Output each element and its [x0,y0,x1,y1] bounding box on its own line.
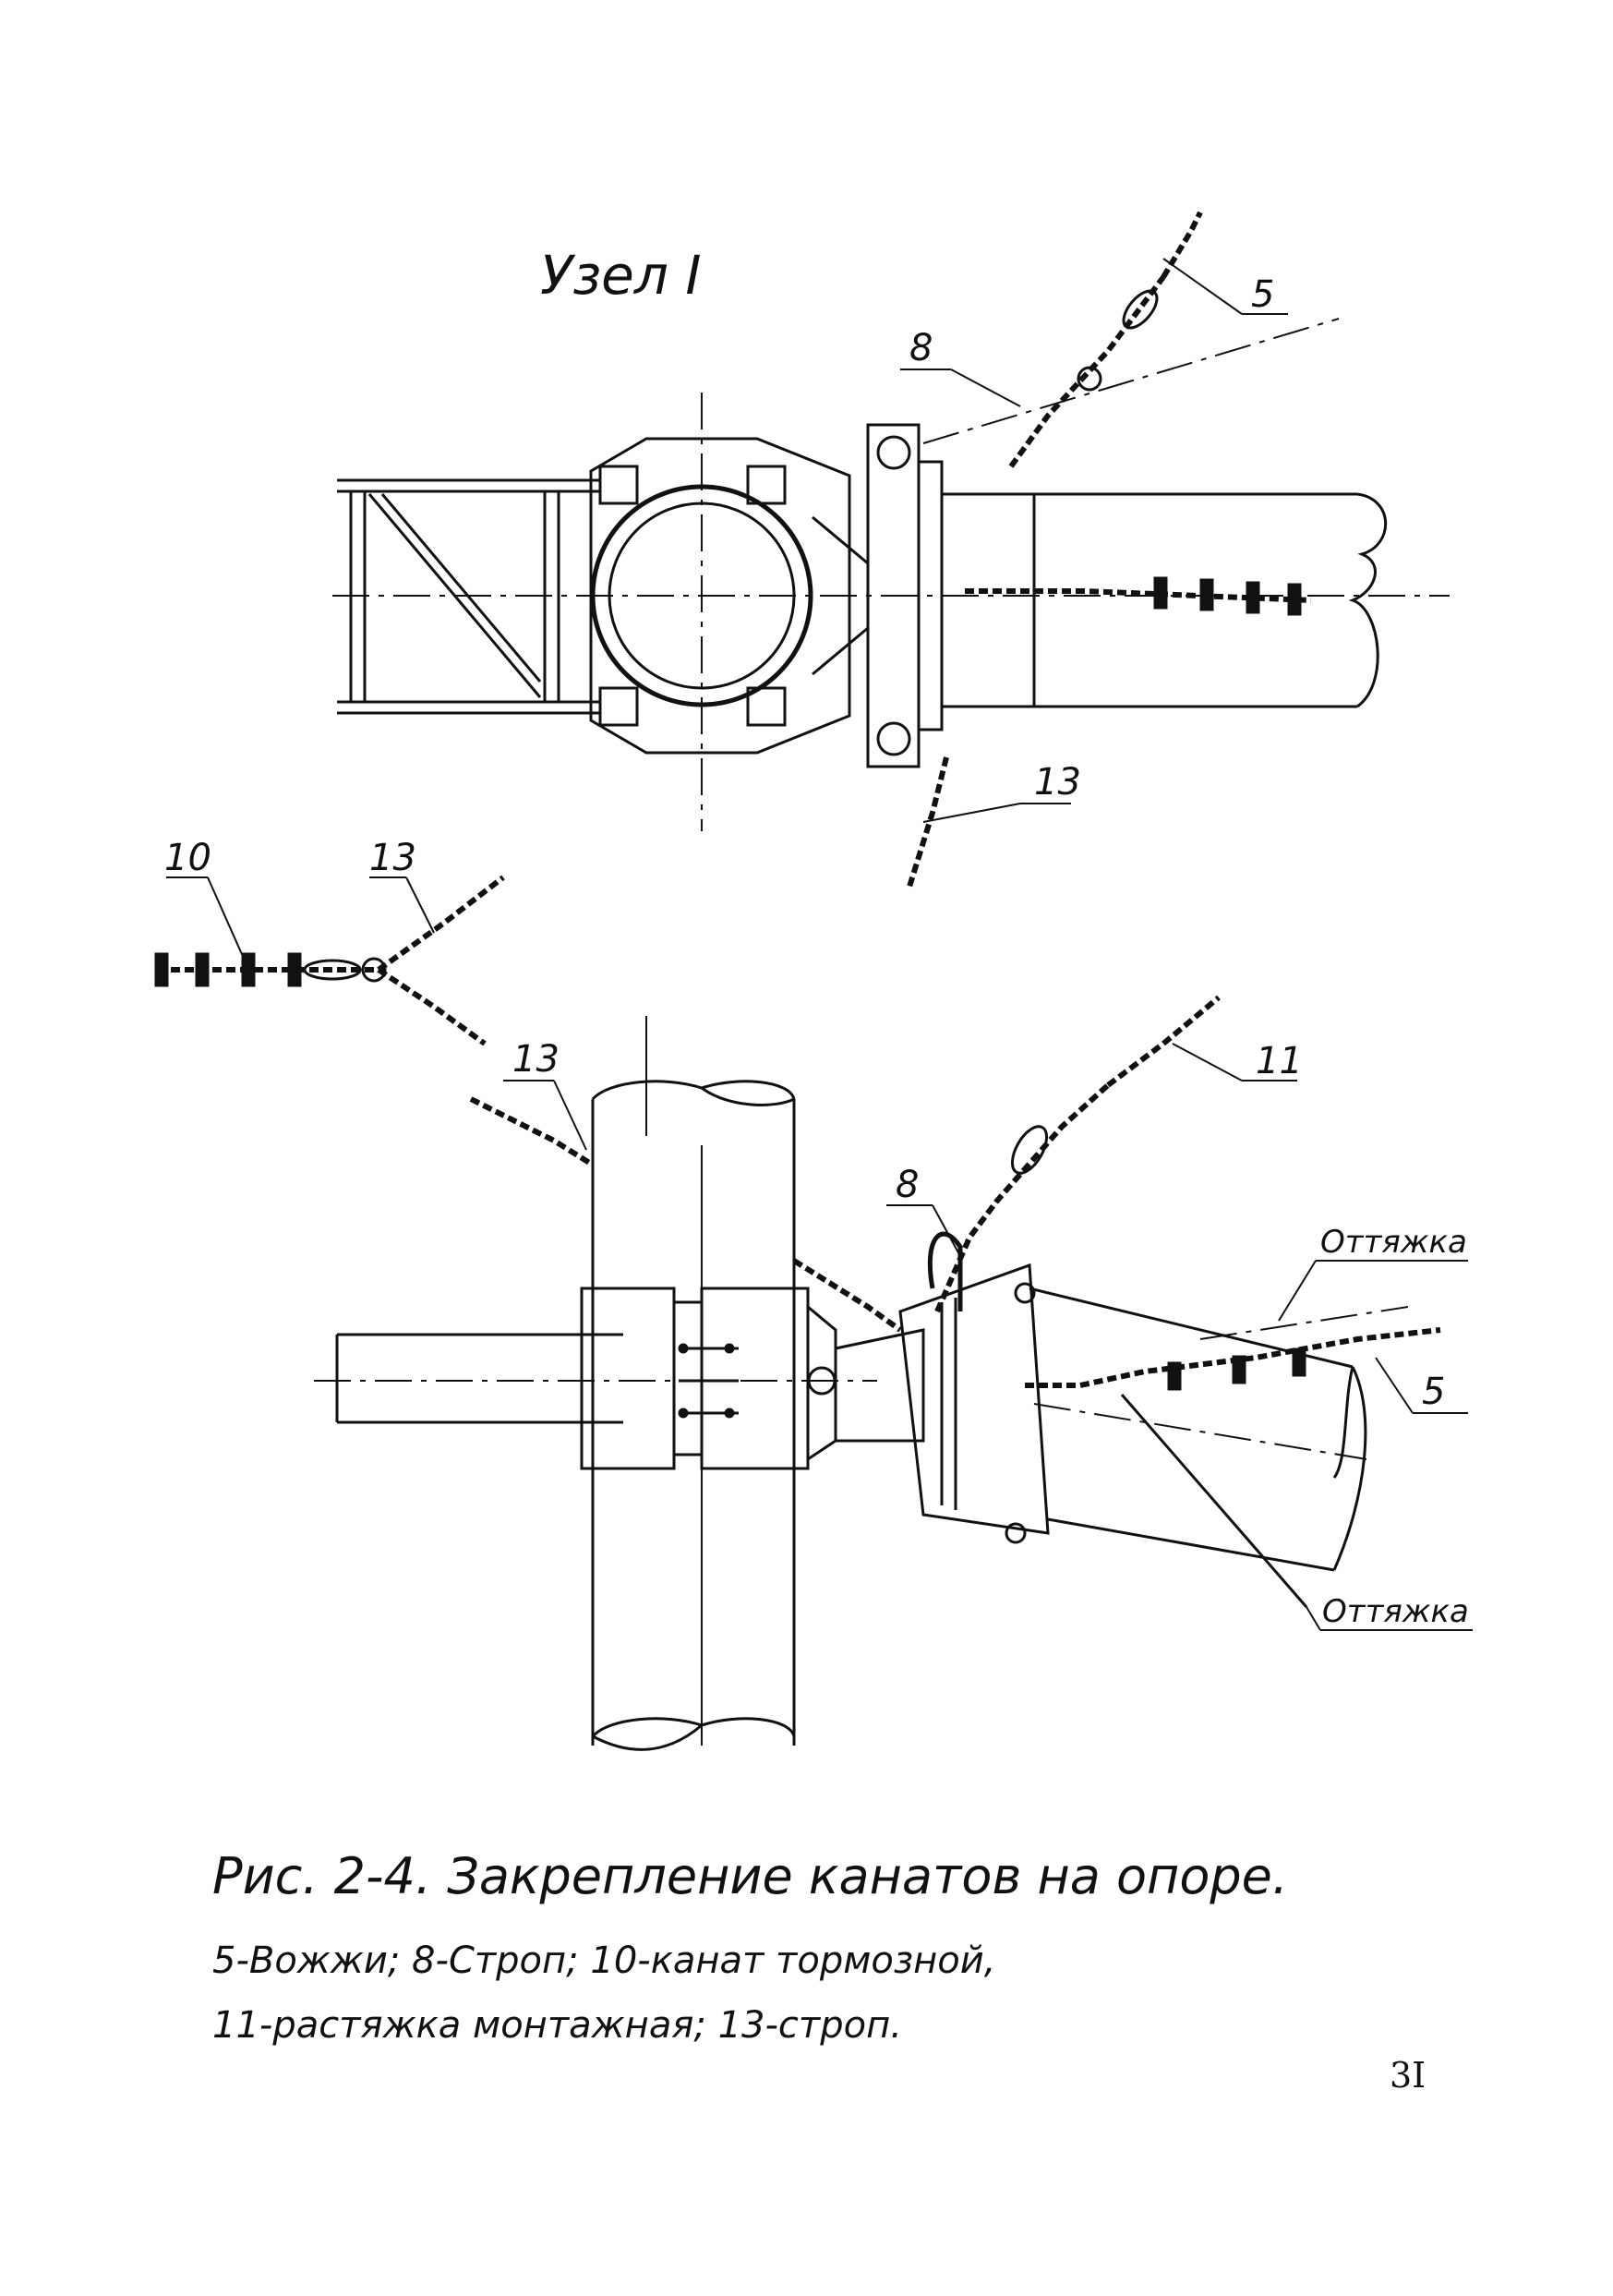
callout-guy-lower: Оттяжка [1306,1593,1473,1631]
left-arm [314,1333,877,1424]
lattice-truss [337,478,600,715]
callout-bottom-5: 5 [1375,1357,1468,1414]
brake-rope-detail [154,875,505,1046]
boom-pipe-top [940,492,1388,708]
page-number: 3I [1390,2055,1426,2096]
callout-label: 11 [1256,1040,1303,1082]
figure-legend-line-2: 11-растяжка монтажная; 13-строп. [212,2004,902,2047]
callout-guy-upper: Оттяжка [1278,1224,1468,1322]
callout-label: 13 [1034,761,1081,804]
callout-label: 8 [896,1164,919,1206]
figure-legend-line-1: 5-Вожжи; 8-Строп; 10-канат тормозной, [212,1940,996,1982]
callout-label: Оттяжка [1322,1593,1469,1630]
node-title: Узел I [540,244,701,307]
mast-pipe [591,1016,796,1751]
callout-bottom-8: 8 [886,1164,961,1257]
inclined-boom [834,1263,1367,1572]
callout-label: 13 [512,1038,560,1081]
bottom-clamp [580,1287,837,1470]
mast-clamp [589,437,869,755]
callout-label: 8 [909,327,933,369]
callout-label: 10 [164,837,211,879]
top-view [332,211,1450,888]
callout-top-13: 13 [922,761,1081,823]
bottom-view [314,995,1441,1751]
callout-bottom-11: 11 [1172,1040,1303,1082]
callout-label: 13 [369,837,416,879]
figure-caption-title: Рис. 2-4. Закрепление канатов на опоре. [212,1847,1289,1905]
callout-left-13: 13 [369,837,435,934]
callout-label: Оттяжка [1320,1224,1467,1261]
callout-label: 5 [1251,273,1274,316]
callout-left-10: 10 [164,837,246,961]
callout-mid-13: 13 [503,1038,587,1151]
callout-top-5: 5 [1162,258,1288,316]
callout-label: 5 [1422,1371,1445,1413]
callout-top-8: 8 [900,327,1021,407]
